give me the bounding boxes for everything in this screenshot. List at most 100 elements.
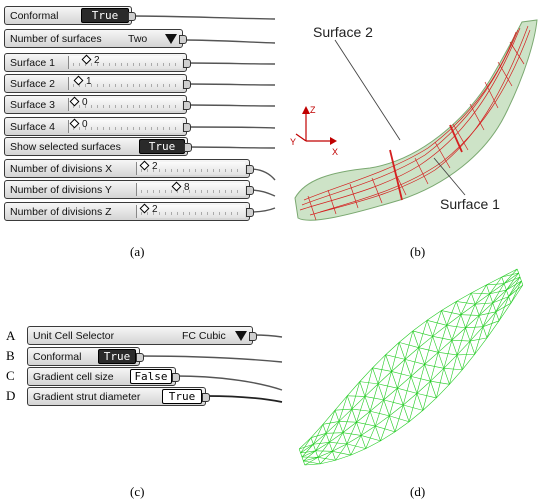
output-grip[interactable] bbox=[184, 143, 192, 152]
lattice-strut bbox=[456, 301, 476, 305]
output-grip[interactable] bbox=[246, 165, 254, 174]
output-grip[interactable] bbox=[128, 12, 136, 21]
lattice-strut bbox=[334, 395, 348, 411]
lattice-strut bbox=[471, 292, 490, 295]
row-letter-b: B bbox=[6, 348, 15, 363]
gradient-cell-size-toggle[interactable]: Gradient cell size False bbox=[27, 367, 180, 386]
slider-handle[interactable]: 2 bbox=[139, 203, 158, 215]
lattice-strut bbox=[443, 340, 453, 369]
lattice-strut bbox=[304, 463, 321, 466]
slider-track[interactable] bbox=[136, 162, 245, 175]
output-grip[interactable] bbox=[172, 373, 180, 382]
lattice-strut bbox=[369, 399, 384, 412]
output-grip[interactable] bbox=[183, 80, 191, 89]
slider-value: 0 bbox=[82, 97, 88, 108]
lattice-strut bbox=[492, 296, 509, 304]
slider-handle[interactable]: 0 bbox=[69, 96, 88, 108]
toggle-value[interactable]: False bbox=[130, 369, 172, 384]
lattice-strut bbox=[465, 326, 484, 329]
lattice-strut bbox=[383, 399, 390, 416]
output-grip[interactable] bbox=[183, 101, 191, 110]
unit-cell-selector-dropdown[interactable]: Unit Cell Selector FC Cubic bbox=[27, 326, 257, 345]
surface-1-slider[interactable]: Surface 1 2 bbox=[4, 53, 191, 72]
lattice-strut bbox=[328, 442, 333, 452]
lattice-strut bbox=[430, 368, 445, 382]
surface-1-wireframe bbox=[299, 25, 531, 221]
slider-track[interactable] bbox=[68, 98, 182, 111]
toggle-value[interactable]: True bbox=[139, 139, 185, 154]
output-grip[interactable] bbox=[136, 353, 144, 362]
surface-2-label: Surface 2 bbox=[313, 24, 373, 40]
output-grip[interactable] bbox=[179, 35, 187, 44]
lattice-strut bbox=[465, 327, 471, 342]
lattice-strut bbox=[385, 342, 400, 355]
lattice-strut bbox=[508, 284, 523, 297]
divisions-y-slider[interactable]: Number of divisions Y 8 bbox=[4, 180, 254, 199]
conformal-toggle[interactable]: Conformal True bbox=[4, 6, 136, 25]
slider-track[interactable] bbox=[68, 120, 182, 133]
show-selected-surfaces-toggle[interactable]: Show selected surfaces True bbox=[4, 137, 192, 156]
lattice-strut bbox=[375, 425, 396, 433]
slider-handle[interactable]: 2 bbox=[81, 54, 100, 66]
slider-value: 2 bbox=[152, 204, 158, 215]
lattice-strut bbox=[486, 320, 500, 339]
surface-3-slider[interactable]: Surface 3 0 bbox=[4, 95, 191, 114]
chevron-down-icon[interactable] bbox=[165, 34, 177, 44]
lattice-strut bbox=[510, 280, 522, 304]
output-grip[interactable] bbox=[249, 332, 257, 341]
divisions-z-slider[interactable]: Number of divisions Z 2 bbox=[4, 202, 254, 221]
chevron-down-icon[interactable] bbox=[235, 331, 247, 341]
slider-value: 2 bbox=[94, 55, 100, 66]
toggle-value[interactable]: True bbox=[81, 8, 129, 23]
lattice-strut bbox=[432, 336, 452, 341]
surface-4-slider[interactable]: Surface 4 0 bbox=[4, 117, 191, 136]
lattice-strut bbox=[389, 415, 396, 432]
number-of-surfaces-dropdown[interactable]: Number of surfaces Two bbox=[4, 29, 187, 48]
lattice-strut bbox=[469, 326, 484, 342]
lattice-strut bbox=[482, 326, 488, 338]
toggle-value[interactable]: True bbox=[98, 349, 136, 364]
slider-handle[interactable]: 0 bbox=[69, 118, 88, 130]
lattice-strut bbox=[449, 354, 458, 385]
output-grip[interactable] bbox=[183, 59, 191, 68]
lattice-strut bbox=[418, 320, 428, 348]
output-grip[interactable] bbox=[246, 186, 254, 195]
lattice-strut bbox=[492, 289, 507, 304]
slider-handle[interactable]: 2 bbox=[139, 160, 158, 172]
lattice-strut bbox=[441, 301, 457, 311]
lattice-strut bbox=[416, 364, 425, 394]
slider-value: 0 bbox=[82, 119, 88, 130]
slider-track[interactable] bbox=[68, 77, 182, 90]
lattice-strut bbox=[359, 381, 379, 385]
lattice-strut bbox=[486, 283, 505, 286]
caption-d: (d) bbox=[410, 484, 426, 499]
component-label: Conformal bbox=[10, 9, 59, 22]
lattice-strut bbox=[342, 432, 348, 444]
lattice-strut bbox=[300, 444, 314, 454]
lattice-strut bbox=[391, 342, 400, 372]
output-grip[interactable] bbox=[202, 393, 210, 402]
slider-track[interactable] bbox=[136, 205, 245, 218]
lattice-strut bbox=[346, 395, 353, 410]
toggle-value[interactable]: True bbox=[162, 389, 202, 404]
divisions-x-slider[interactable]: Number of divisions X 2 bbox=[4, 159, 254, 178]
lattice-strut bbox=[408, 393, 418, 422]
output-grip[interactable] bbox=[246, 208, 254, 217]
slider-value: 2 bbox=[152, 161, 158, 172]
lattice-strut bbox=[495, 302, 512, 313]
conformal-toggle[interactable]: Conformal True bbox=[27, 347, 144, 366]
lattice-strut bbox=[313, 433, 327, 445]
slider-handle[interactable]: 1 bbox=[73, 75, 92, 87]
slider-track[interactable] bbox=[68, 56, 182, 69]
lattice-strut bbox=[346, 435, 362, 445]
gradient-strut-diameter-toggle[interactable]: Gradient strut diameter True bbox=[27, 387, 210, 406]
lattice-strut bbox=[449, 369, 463, 385]
lattice-strut bbox=[342, 432, 362, 436]
lattice-strut bbox=[356, 411, 371, 423]
lattice-strut bbox=[322, 424, 327, 434]
slider-handle[interactable]: 8 bbox=[171, 181, 190, 193]
slider-track[interactable] bbox=[136, 183, 245, 196]
lattice-strut bbox=[438, 339, 453, 353]
output-grip[interactable] bbox=[183, 123, 191, 132]
surface-2-slider[interactable]: Surface 2 1 bbox=[4, 74, 191, 93]
